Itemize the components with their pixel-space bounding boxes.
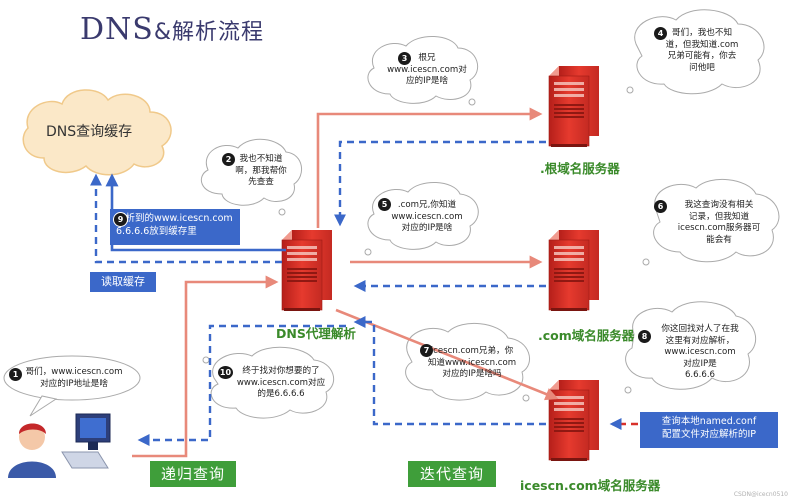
named-conf-box: 查询本地named.conf 配置文件对应解析的IP [640, 412, 778, 448]
arrow-icescn-to-proxy [353, 316, 546, 426]
icescn-server-label: icescn.com域名服务器 [520, 478, 661, 493]
step-7-number: 7 [420, 344, 433, 357]
step-8-number: 8 [638, 330, 651, 343]
cache-cloud-label: DNS查询缓存 [46, 124, 133, 140]
step-2-text: 我也不知道啊，那我帮你先查查 [235, 154, 287, 187]
root-server-label: .根域名服务器 [540, 161, 620, 176]
page-title: DNS&解析流程 [80, 12, 265, 47]
cache-write-arrow [105, 173, 286, 252]
computer-icon [61, 413, 111, 469]
bubble-6 [642, 178, 780, 266]
bubble-8 [624, 301, 757, 394]
com-server-label: .com域名服务器 [538, 328, 635, 343]
step-9-number: 9 [113, 212, 128, 227]
arrow-client-to-proxy [132, 275, 279, 458]
read-cache-box: 读取缓存 [90, 272, 156, 292]
response-arrows [90, 140, 638, 446]
bubble-10 [202, 346, 335, 419]
bubble-3 [367, 35, 479, 106]
arrow-root-to-proxy [334, 140, 546, 227]
step-10-number: 10 [218, 366, 233, 379]
proxy-server-label: DNS代理解析 [276, 326, 356, 341]
cache-cloud [22, 89, 172, 176]
recursive-query-label: 递归查询 [150, 461, 236, 487]
bubble-5 [364, 181, 479, 256]
iterative-query-label: 迭代查询 [408, 461, 496, 487]
step-3-number: 3 [398, 52, 411, 65]
user-figure [8, 423, 56, 478]
arrow-proxy-to-client [137, 324, 346, 446]
bubble-4 [626, 9, 765, 95]
step-1-number: 1 [9, 368, 22, 381]
proxy-server [281, 229, 333, 312]
watermark: CSDN@icecn0510 [733, 491, 788, 498]
step-5-number: 5 [378, 198, 391, 211]
step-4-number: 4 [654, 27, 667, 40]
icescn-server [548, 379, 600, 462]
arrow-proxy-to-icescn [335, 308, 559, 401]
arrow-proxy-to-root [316, 107, 543, 228]
com-server [548, 229, 600, 312]
step-6-number: 6 [654, 200, 667, 213]
step-9-box: 解析到的www.icescn.com 6.6.6.6放到缓存里 [110, 209, 240, 245]
request-arrows [132, 107, 559, 458]
bubble-1 [3, 355, 141, 417]
root-server [548, 65, 600, 148]
step-2-number: 2 [222, 153, 235, 166]
arrow-cache-read [90, 173, 282, 264]
